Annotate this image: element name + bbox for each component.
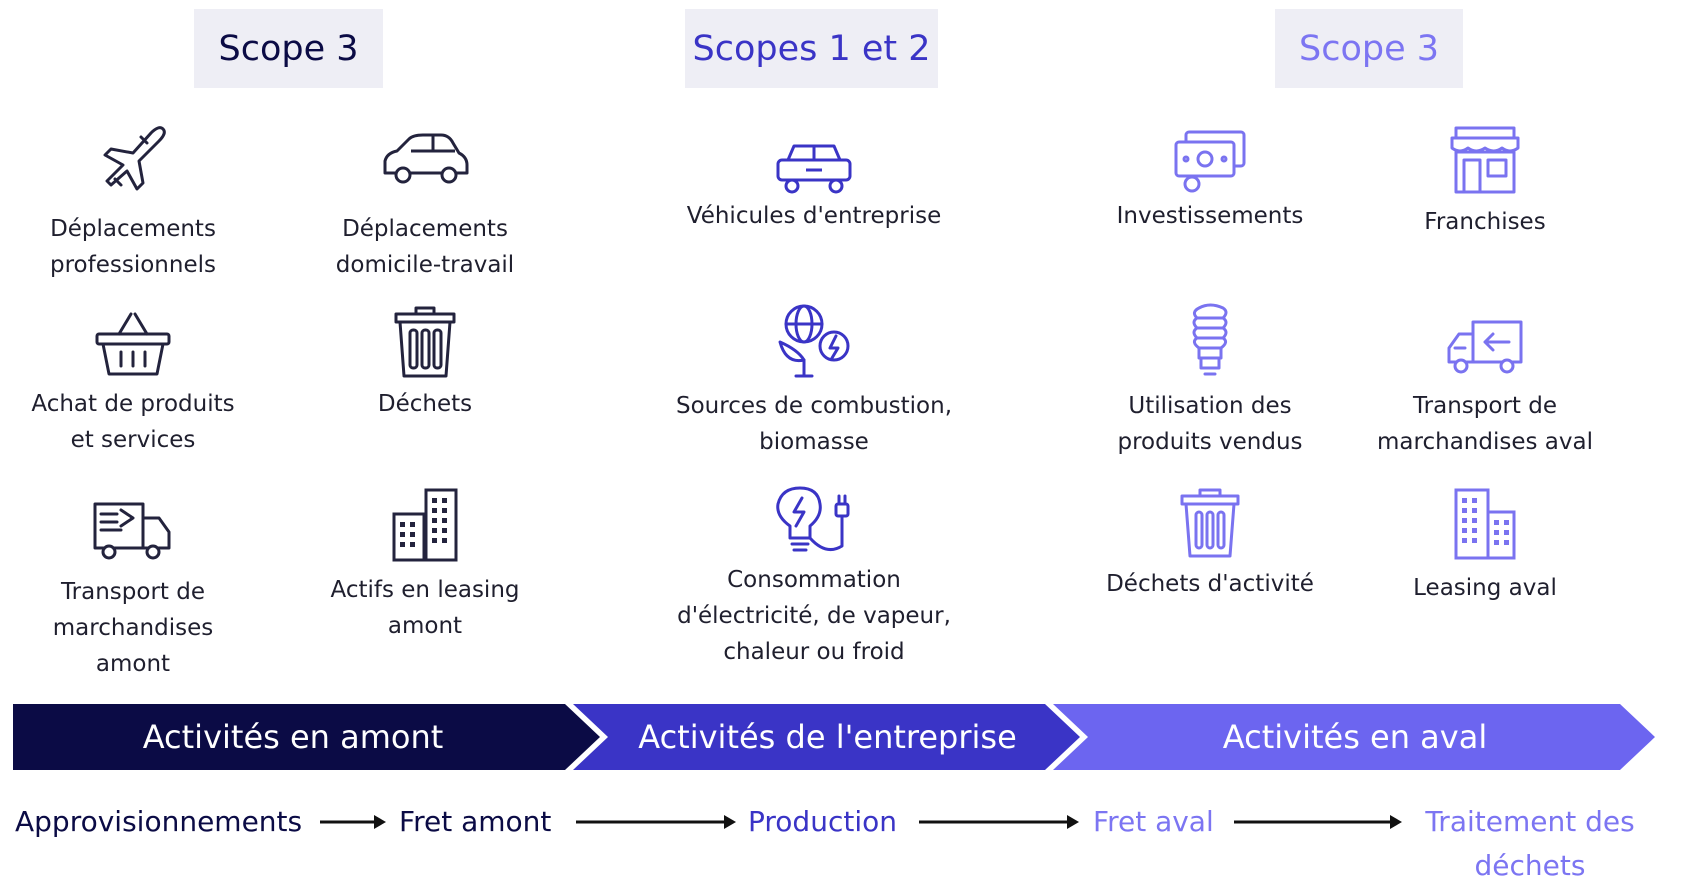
item-downstream-leased-assets: Leasing aval: [1335, 486, 1635, 606]
scope-header-upstream: Scope 3: [194, 9, 383, 88]
item-upstream-transport: Transport de marchandises amont: [0, 498, 283, 682]
item-commuting: Déplacements domicile-travail: [275, 115, 575, 283]
flow-waste-treatment: Traitement des déchets: [1425, 805, 1635, 882]
item-label: Leasing aval: [1413, 575, 1557, 601]
band-label: Activités de l'entreprise: [638, 718, 1017, 756]
scope-label: Scope 3: [1298, 28, 1440, 69]
item-operational-waste: Déchets d'activité: [1060, 488, 1360, 602]
item-franchises: Franchises: [1335, 124, 1635, 240]
item-label: Actifs en leasing amont: [330, 577, 520, 639]
band-label: Activités en amont: [142, 718, 444, 756]
arrow-right-icon: [1234, 815, 1402, 829]
item-purchased-goods: Achat de produits et services: [0, 304, 283, 458]
trash-bin-icon: [394, 306, 456, 378]
flow-production: Production: [748, 805, 897, 838]
item-label: Véhicules d'entreprise: [686, 203, 942, 229]
scope-header-company: Scopes 1 et 2: [685, 9, 938, 88]
band-label: Activités en aval: [1222, 718, 1488, 756]
band-upstream: Activités en amont: [13, 704, 573, 770]
item-waste: Déchets: [275, 304, 575, 422]
return-truck-icon: [1447, 320, 1523, 374]
flow-upstream-freight: Fret amont: [399, 805, 552, 838]
item-label: Déchets: [377, 391, 473, 417]
activity-chevrons: [13, 704, 1655, 770]
item-use-of-sold-products: Utilisation des produits vendus: [1060, 302, 1360, 460]
item-business-travel: Déplacements professionnels: [0, 115, 283, 283]
item-combustion-sources: Sources de combustion, biomasse: [664, 300, 964, 460]
item-energy-consumption: Consommation d'électricité, de vapeur, c…: [664, 486, 964, 670]
car-icon: [383, 133, 469, 184]
item-company-vehicles: Véhicules d'entreprise: [664, 140, 964, 234]
item-label: Achat de produits et services: [31, 391, 235, 453]
energy-bulb-icon: [1192, 303, 1228, 376]
arrow-right-icon: [320, 815, 386, 829]
recycle-bin-icon: [1180, 488, 1240, 558]
scope-label: Scope 3: [218, 28, 359, 69]
item-label: Investissements: [1116, 203, 1304, 229]
item-label: Sources de combustion, biomasse: [676, 393, 952, 455]
item-label: Consommation d'électricité, de vapeur, c…: [677, 567, 951, 665]
flow-downstream-freight: Fret aval: [1093, 805, 1214, 838]
lightbulb-plug-icon: [776, 486, 850, 552]
item-investments: Investissements: [1060, 128, 1360, 234]
company-car-icon: [776, 144, 852, 194]
scope-label: Scopes 1 et 2: [692, 28, 931, 69]
item-label: Transport de marchandises amont: [52, 579, 214, 677]
scope-header-downstream: Scope 3: [1275, 9, 1463, 88]
flow-supply: Approvisionnements: [15, 805, 303, 838]
globe-energy-icon: [778, 304, 850, 378]
item-label: Déplacements domicile-travail: [335, 216, 515, 278]
arrow-right-icon: [576, 815, 736, 829]
buildings-icon: [392, 488, 458, 562]
arrow-right-icon: [919, 815, 1079, 829]
band-downstream: Activités en aval: [1075, 704, 1635, 770]
chevron-upstream: [13, 704, 600, 770]
item-label: Déplacements professionnels: [50, 216, 216, 278]
item-label: Utilisation des produits vendus: [1117, 393, 1303, 455]
office-buildings-icon: [1454, 488, 1516, 560]
money-icon: [1174, 130, 1246, 193]
delivery-truck-icon: [93, 502, 171, 560]
storefront-icon: [1450, 126, 1520, 194]
chevron-downstream: [1053, 704, 1655, 770]
shopping-basket-icon: [95, 312, 171, 376]
item-upstream-leased-assets: Actifs en leasing amont: [275, 486, 575, 644]
item-downstream-transport: Transport de marchandises aval: [1335, 318, 1635, 460]
band-company: Activités de l'entreprise: [590, 704, 1065, 770]
item-label: Franchises: [1424, 209, 1546, 235]
chevron-company: [573, 704, 1080, 770]
airplane-icon: [103, 126, 166, 191]
item-label: Déchets d'activité: [1106, 571, 1314, 597]
item-label: Transport de marchandises aval: [1377, 393, 1593, 455]
